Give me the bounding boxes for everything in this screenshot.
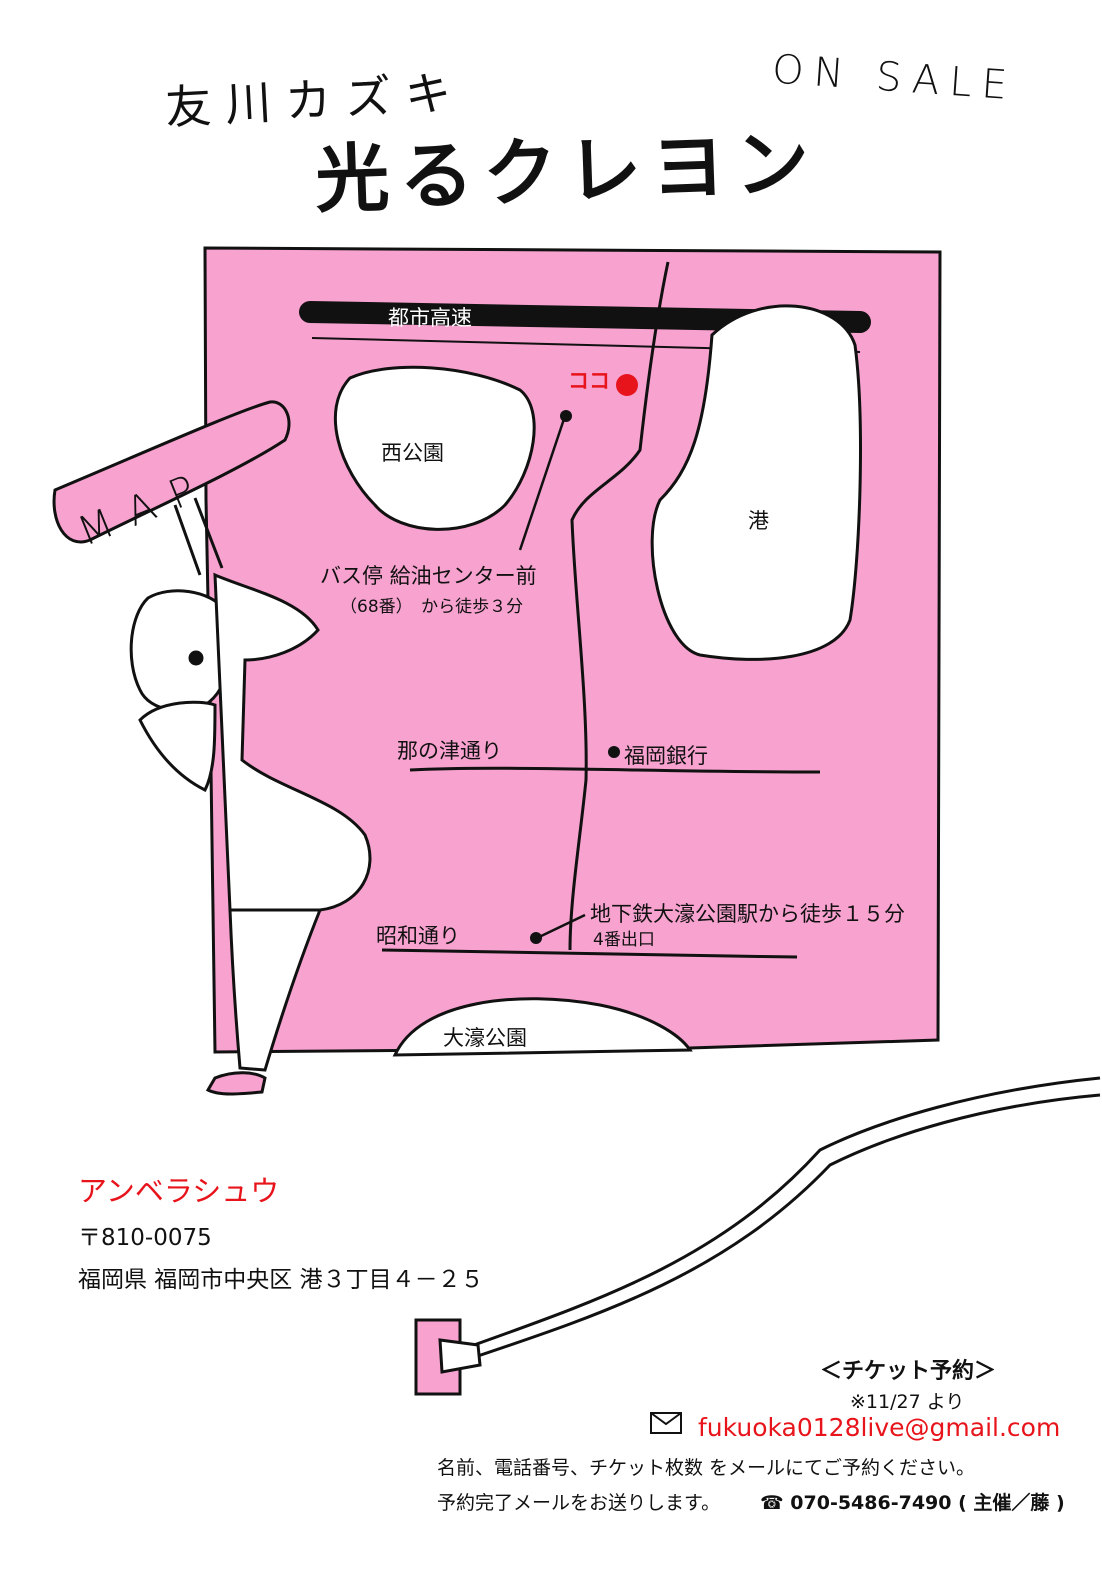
- here-marker: [616, 374, 638, 396]
- map-sign: [52, 400, 291, 576]
- ohori-park-label: 大濠公園: [443, 1026, 527, 1050]
- here-label: ココ: [568, 369, 610, 393]
- subway-exit-label: 4番出口: [593, 930, 655, 950]
- ticket-heading: ＜チケット予約＞: [820, 1359, 997, 1384]
- bank-label: 福岡銀行: [624, 744, 708, 768]
- port-label: 港: [748, 509, 769, 533]
- ticket-email[interactable]: fukuoka0128live@gmail.com: [698, 1413, 1061, 1442]
- ticket-phone: ☎ 070-5486-7490 ( 主催／藤 ): [760, 1492, 1065, 1514]
- highway-label: 都市高速: [388, 306, 472, 330]
- showa-street: [381, 948, 798, 959]
- west-park-shape: [333, 365, 536, 531]
- album-title: 光るクレヨン: [313, 120, 821, 224]
- bank-dot: [608, 746, 620, 758]
- envelope-icon: [650, 1412, 682, 1434]
- plug-cord: [459, 1076, 1101, 1352]
- ticket-confirm: 予約完了メールをお送りします。: [437, 1492, 721, 1514]
- venue-name: アンベラシュウ: [78, 1174, 280, 1208]
- subway-label: 地下鉄大濠公園駅から徒歩１５分: [590, 902, 905, 926]
- nanotsu-street-label: 那の津通り: [397, 739, 502, 763]
- bus-stop-label: バス停 給油センター前: [320, 564, 537, 588]
- ticket-start-date: ※11/27 より: [850, 1391, 965, 1413]
- showa-street-label: 昭和通り: [376, 924, 460, 948]
- plug-head: [438, 1338, 482, 1374]
- bus-stop-leader: [518, 415, 567, 551]
- nanotsu-street: [409, 766, 821, 774]
- bus-stop-dot: [560, 410, 572, 422]
- west-park-label: 西公園: [381, 441, 444, 465]
- woman-figure: [129, 572, 372, 1096]
- bus-stop-detail: （68番） から徒歩３分: [340, 597, 524, 617]
- venue-postal: 〒810-0075: [78, 1225, 212, 1251]
- venue-address: 福岡県 福岡市中央区 港３丁目４－２５: [78, 1267, 484, 1293]
- port-shape: [650, 304, 862, 661]
- plug-cord-inner: [459, 1093, 1101, 1364]
- ohori-park-shape: [392, 997, 693, 1057]
- subway-leader: [536, 913, 586, 940]
- ticket-instruction: 名前、電話番号、チケット枚数 をメールにてご予約ください。: [437, 1457, 976, 1479]
- subway-dot: [530, 932, 542, 944]
- main-road: [568, 261, 670, 951]
